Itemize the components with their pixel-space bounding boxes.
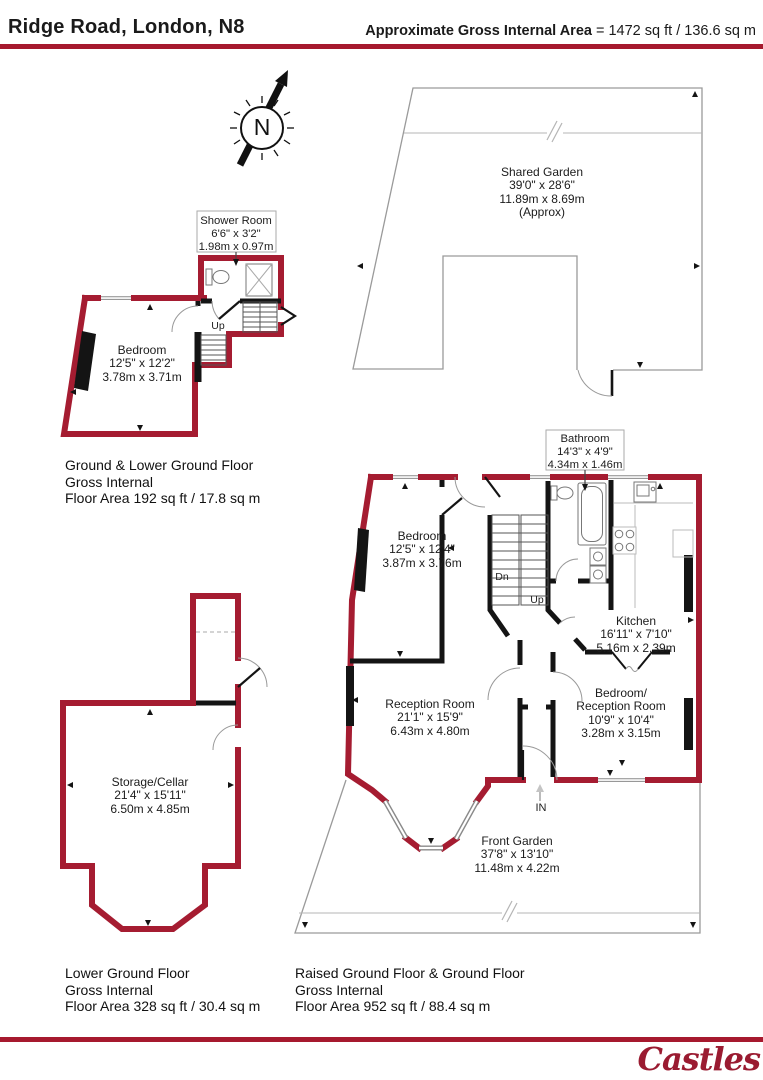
footer-divider-bar <box>0 1037 763 1042</box>
chimney-breast <box>74 331 96 391</box>
header-divider-bar <box>0 44 763 49</box>
page-title: Ridge Road, London, N8 <box>8 16 245 38</box>
stairs-up <box>242 301 278 333</box>
area-label: Approximate Gross Internal Area <box>365 23 592 39</box>
shared-garden-outline <box>352 87 703 397</box>
shower-icon <box>245 263 273 297</box>
bathroom-label-box <box>545 429 625 471</box>
french-doors-icon <box>611 651 653 672</box>
compass-icon <box>230 70 294 167</box>
entrance-arrow-icon <box>536 784 544 801</box>
stairs-up-label: Up <box>530 594 544 606</box>
kitchen-counter <box>614 502 694 608</box>
plan-lower-ground <box>60 593 268 932</box>
toilet-icon <box>550 485 574 501</box>
toilet-icon <box>205 268 230 286</box>
entry-door-icon <box>280 306 298 326</box>
header: Ridge Road, London, N8 Approximate Gross… <box>0 0 763 44</box>
entrance-in-label: IN <box>535 802 547 814</box>
plan-ground-lower <box>60 210 298 437</box>
window-icon <box>393 473 648 784</box>
summary-lower-ground: Lower Ground Floor Gross Internal Floor … <box>65 965 261 1015</box>
stairs-up-label: Up <box>211 320 225 332</box>
hob-icon <box>612 526 637 555</box>
compass-north-label: N <box>253 114 271 140</box>
castles-logo: Castles <box>637 1040 761 1078</box>
kitchen-sink-icon <box>633 481 657 503</box>
gross-internal-area: Approximate Gross Internal Area = 1472 s… <box>365 23 756 39</box>
chimney-breast <box>194 332 202 382</box>
window-icon <box>101 294 131 302</box>
stairs-dn-up <box>491 514 549 606</box>
summary-ground-lower: Ground & Lower Ground Floor Gross Intern… <box>65 457 261 507</box>
bay-window-icon <box>382 799 480 851</box>
shower-label-box <box>196 210 277 253</box>
plan-raised-ground <box>294 429 702 934</box>
bathtub-icon <box>577 482 607 546</box>
front-garden-outline <box>294 779 701 934</box>
bedroom-reception-label: Bedroom/Reception Room 10'9" x 10'4"3.28… <box>576 686 666 741</box>
summary-raised-ground: Raised Ground Floor & Ground Floor Gross… <box>295 965 525 1015</box>
stairs-dn-label: Dn <box>495 571 509 583</box>
stairs-down <box>200 334 227 366</box>
basin-icon <box>589 547 607 584</box>
area-value: = 1472 sq ft / 136.6 sq m <box>595 23 756 39</box>
